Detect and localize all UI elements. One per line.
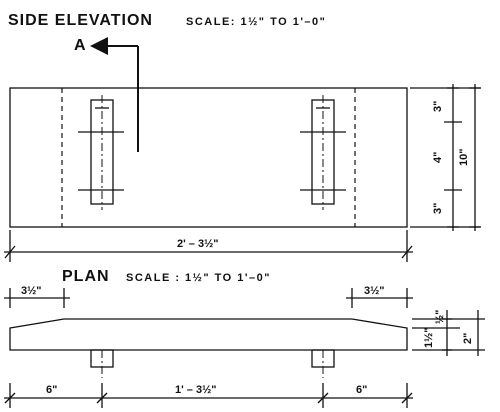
side-elevation-view [9, 87, 408, 228]
thickness-small-label: ½" [434, 310, 446, 324]
plan-slot-right [311, 349, 335, 378]
side-elevation-scale: SCALE: 1½" TO 1'–0" [186, 16, 326, 28]
section-marker-label: A [74, 37, 87, 54]
side-elevation-title: SIDE ELEVATION [8, 12, 153, 29]
end-offset-left-label: 3½" [21, 285, 42, 297]
plan-title: PLAN [62, 268, 110, 285]
thickness-total-label: 2" [462, 333, 474, 344]
thickness-taper-label: 1½" [423, 327, 435, 348]
overall-length-label: 2' – 3½" [177, 238, 218, 250]
width-bottom-label: 3" [432, 203, 444, 214]
center-span-label: 1' – 3½" [175, 384, 216, 396]
slot-right [300, 95, 346, 210]
thickness-dimensions: 1½" ½" 2" [412, 310, 485, 356]
end-offset-dimensions: 3½" 3½" [4, 285, 413, 308]
elevation-outline [9, 87, 408, 228]
plan-view [9, 318, 408, 378]
width-total-label: 10" [458, 149, 470, 166]
edge-right-label: 6" [356, 384, 367, 396]
plan-slot-left [90, 349, 114, 378]
end-offset-right-label: 3½" [364, 285, 385, 297]
section-arrow-head [90, 37, 108, 55]
slot-left [78, 95, 124, 210]
bottom-dimensions: 6" 1' – 3½" 6" [4, 383, 413, 408]
width-dimensions: 3" 4" 3" 10" [410, 84, 481, 231]
plan-outline [9, 318, 408, 351]
edge-left-label: 6" [46, 384, 57, 396]
width-middle-label: 4" [432, 152, 444, 163]
width-top-label: 3" [432, 101, 444, 112]
plan-scale: SCALE : 1½" TO 1'–0" [126, 272, 271, 284]
section-marker-a: A [74, 37, 139, 152]
overall-length-dimension: 2' – 3½" [4, 230, 413, 262]
